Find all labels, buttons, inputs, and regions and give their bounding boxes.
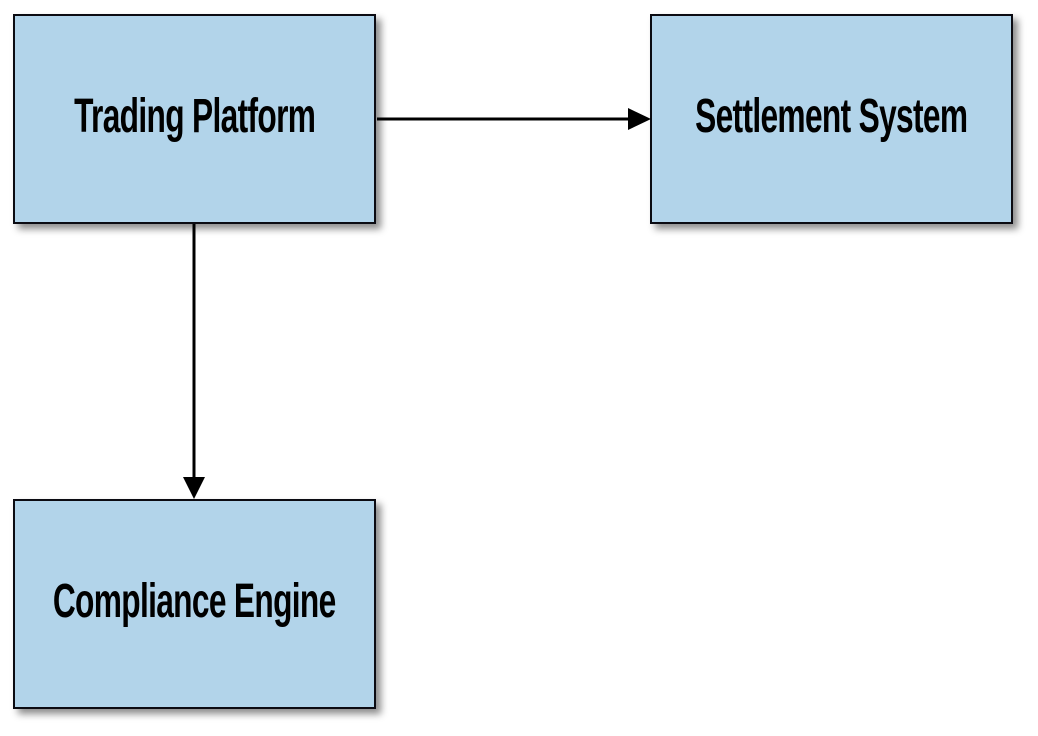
arrowhead-down-icon bbox=[183, 477, 205, 499]
arrowhead-right-icon bbox=[628, 108, 651, 130]
node-trading-platform: Trading Platform bbox=[13, 14, 376, 224]
edge-trading-to-compliance bbox=[183, 224, 205, 499]
node-compliance-engine: Compliance Engine bbox=[13, 499, 376, 709]
node-settlement-system: Settlement System bbox=[650, 14, 1013, 224]
node-trading-platform-label: Trading Platform bbox=[73, 90, 316, 143]
node-compliance-engine-label: Compliance Engine bbox=[53, 575, 336, 628]
node-settlement-system-label: Settlement System bbox=[695, 90, 968, 143]
edge-trading-to-settlement bbox=[377, 108, 651, 130]
